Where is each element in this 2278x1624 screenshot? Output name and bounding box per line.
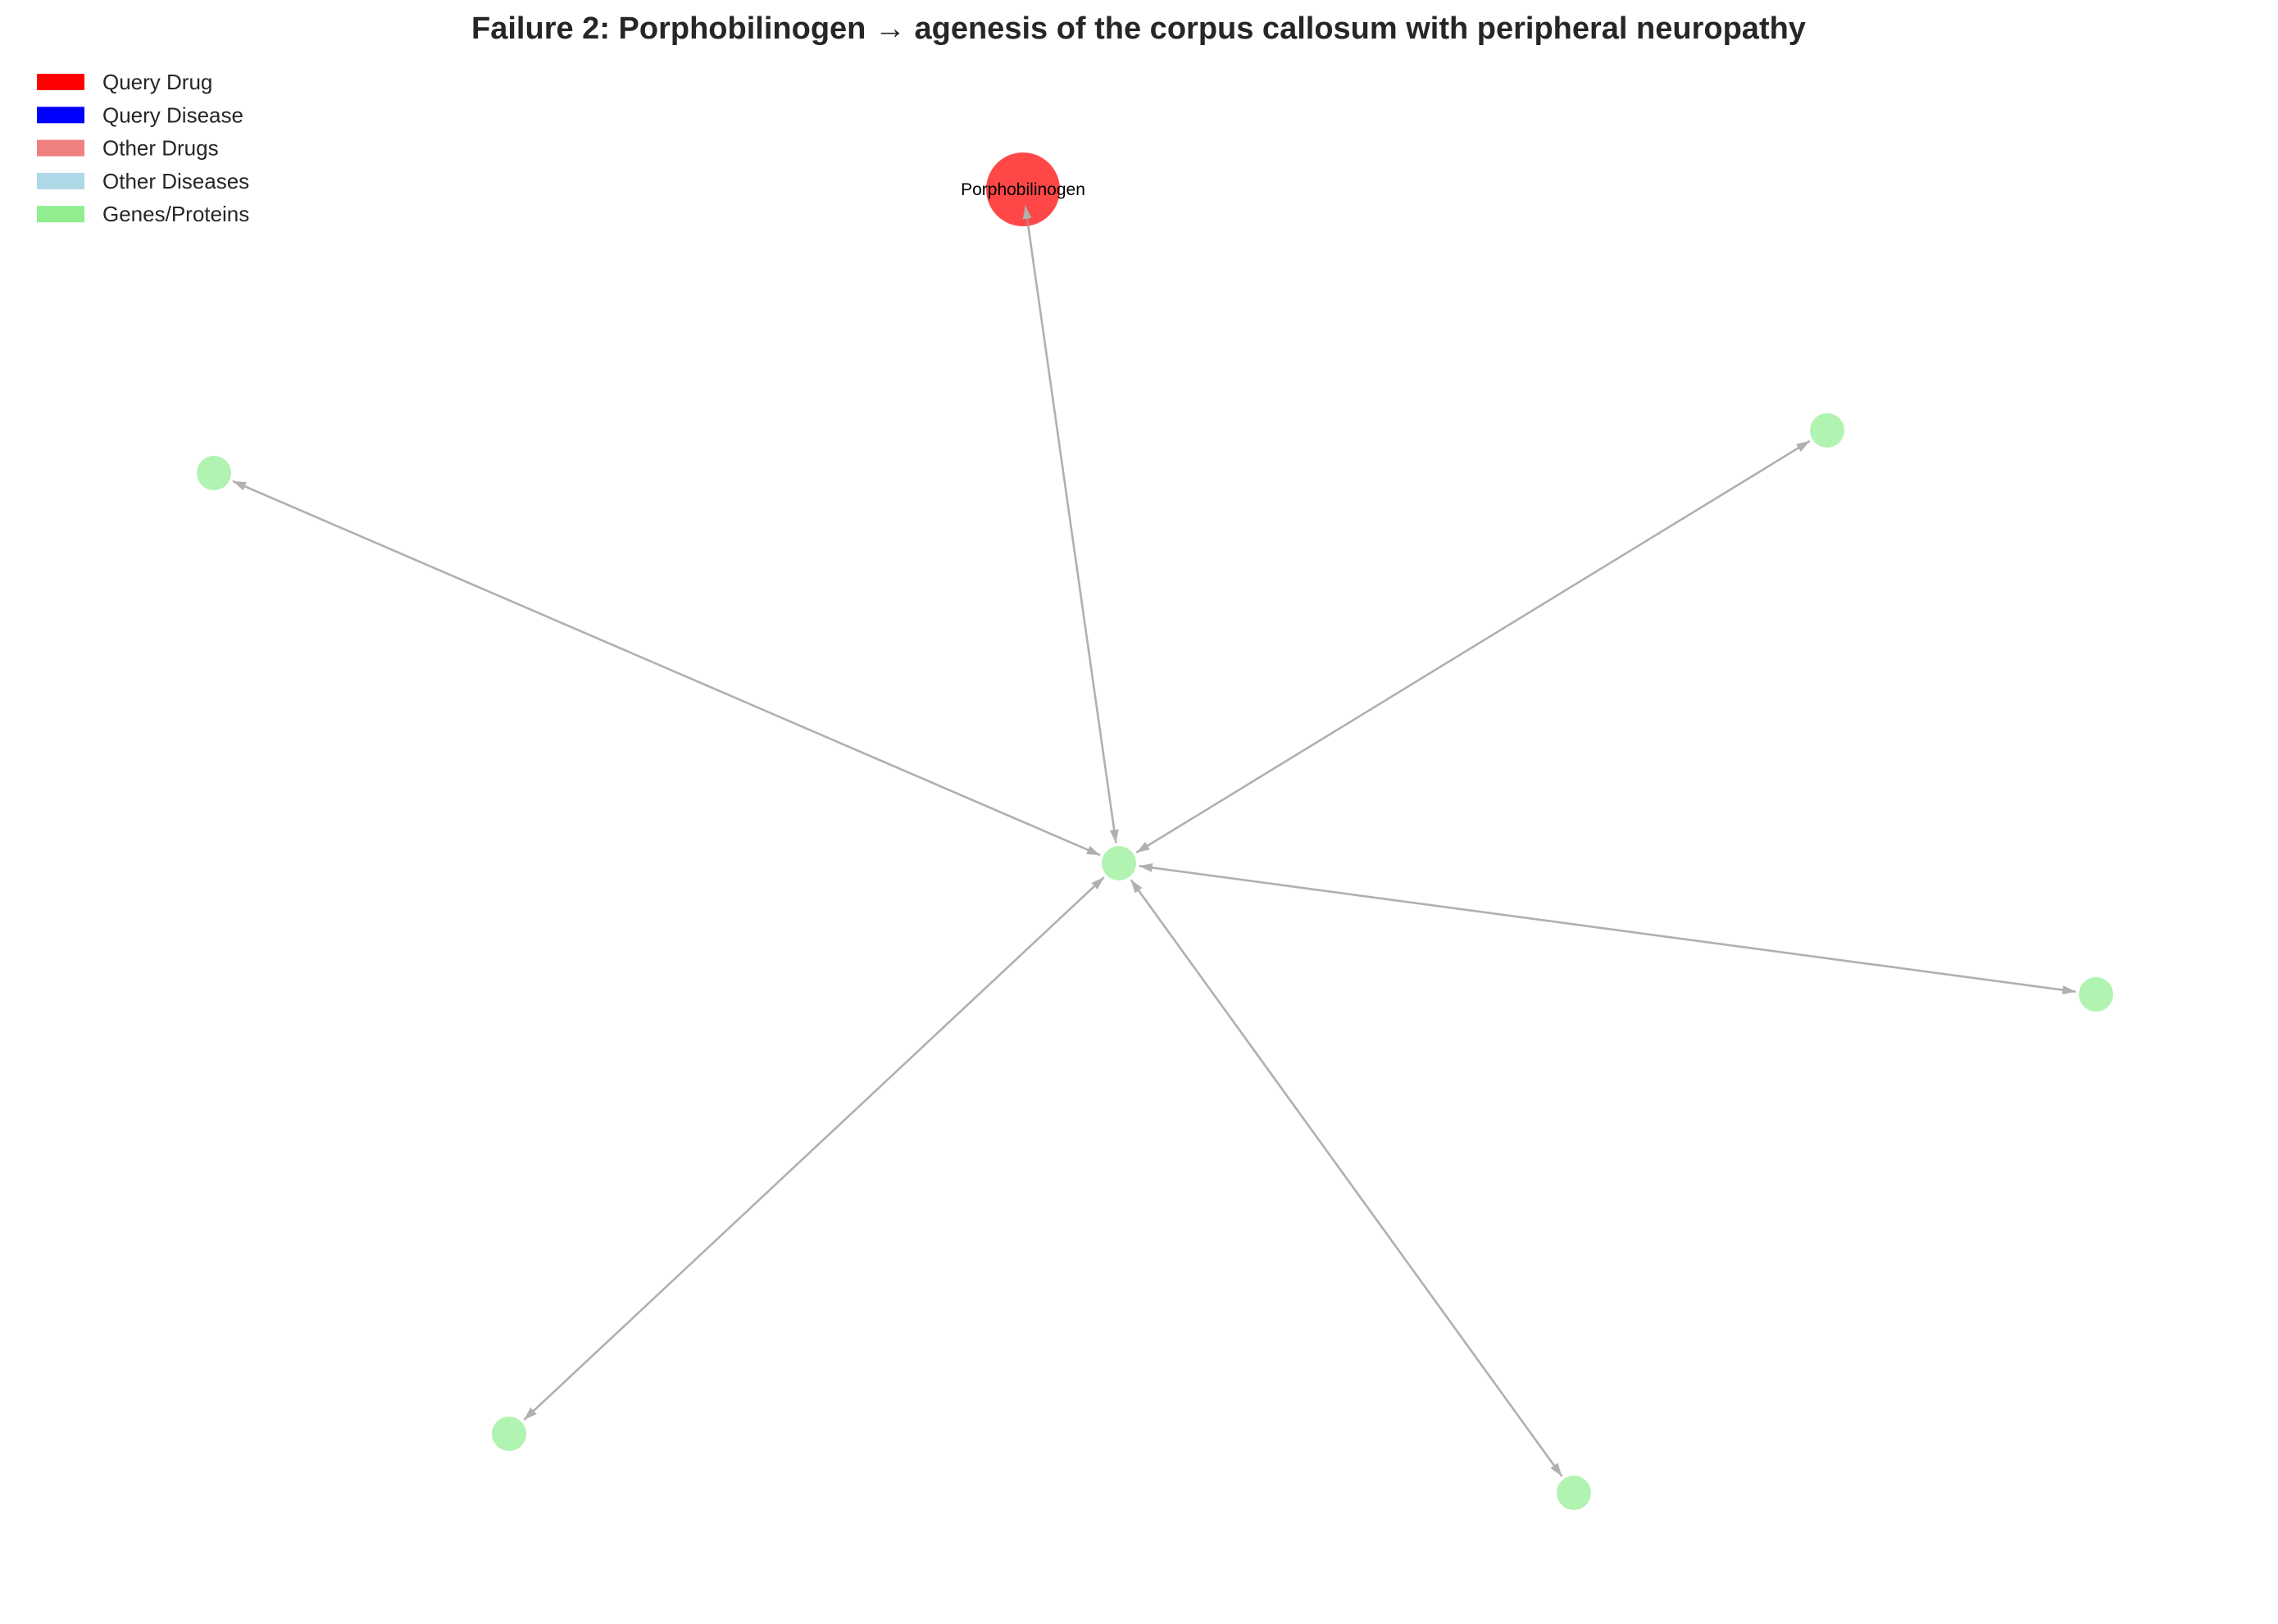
edge-line	[1135, 439, 1811, 854]
node-gene_right	[2079, 977, 2113, 1012]
node-porphobilinogen: Porphobilinogen	[961, 152, 1085, 226]
legend-label-genes-proteins: Genes/Proteins	[102, 202, 249, 226]
diagram-title: Failure 2: Porphobilinogen → agenesis of…	[471, 11, 1806, 46]
arrowhead-to-gene_hub	[1091, 877, 1104, 890]
legend-label-query-disease: Query Disease	[102, 102, 243, 127]
legend-swatch-query-disease	[37, 107, 84, 124]
legend-swatch-query-drug	[37, 74, 84, 90]
arrowhead-to-gene_hub	[1130, 880, 1143, 894]
node-circle-gene_upper_right	[1810, 413, 1844, 448]
arrowhead-into-drug	[1022, 205, 1032, 220]
arrowhead-to-gene_hub	[1136, 841, 1150, 853]
legend-swatch-other-drugs	[37, 139, 84, 157]
arrowhead-to-gene_hub	[1109, 829, 1119, 844]
legend-label-query-drug: Query Drug	[102, 70, 212, 94]
drug-edge-overlay	[1022, 205, 1032, 239]
legend-label-other-drugs: Other Drugs	[102, 136, 219, 161]
edge-gene_hub-gene_right	[1139, 863, 2076, 994]
node-gene_lower_left	[492, 1417, 526, 1451]
arrowhead-to-gene_upper_right	[1796, 441, 1810, 453]
arrowhead-to-gene_lower_left	[524, 1407, 537, 1420]
arrowhead-to-gene_hub	[1139, 863, 1153, 872]
node-circle-porphobilinogen	[986, 152, 1060, 226]
arrowhead-to-gene_hub	[1086, 845, 1101, 856]
edge-line	[523, 876, 1105, 1421]
node-label-porphobilinogen: Porphobilinogen	[961, 180, 1085, 199]
arrowhead-to-gene_upper_left	[232, 480, 247, 491]
node-gene_upper_left	[197, 456, 231, 490]
arrowhead-to-gene_right	[2062, 985, 2076, 994]
edge-gene_hub-gene_lower_right	[1130, 879, 1563, 1477]
edge-line	[1024, 205, 1117, 844]
edges-layer	[232, 205, 2076, 1477]
edge-porphobilinogen-gene_hub	[1022, 205, 1119, 844]
legend-swatch-other-diseases	[37, 172, 84, 189]
node-gene_hub	[1102, 846, 1136, 880]
node-circle-gene_right	[2079, 977, 2113, 1012]
node-circle-gene_lower_right	[1557, 1476, 1591, 1510]
node-gene_lower_right	[1557, 1476, 1591, 1510]
edge-gene_hub-gene_upper_right	[1135, 439, 1811, 854]
node-gene_upper_right	[1810, 413, 1844, 448]
node-circle-gene_lower_left	[492, 1417, 526, 1451]
legend-label-other-diseases: Other Diseases	[102, 169, 249, 193]
edge-line	[1130, 879, 1563, 1477]
edge-gene_hub-gene_lower_left	[523, 876, 1105, 1421]
edge-line	[1139, 865, 2076, 993]
edge-line	[232, 480, 1101, 857]
node-circle-gene_upper_left	[197, 456, 231, 490]
edge-gene_hub-gene_upper_left	[232, 480, 1101, 857]
legend-swatch-genes-proteins	[37, 206, 84, 223]
arrowhead-to-gene_lower_right	[1550, 1463, 1562, 1476]
node-circle-gene_hub	[1102, 846, 1136, 880]
nodes-layer: Porphobilinogen	[197, 152, 2113, 1510]
